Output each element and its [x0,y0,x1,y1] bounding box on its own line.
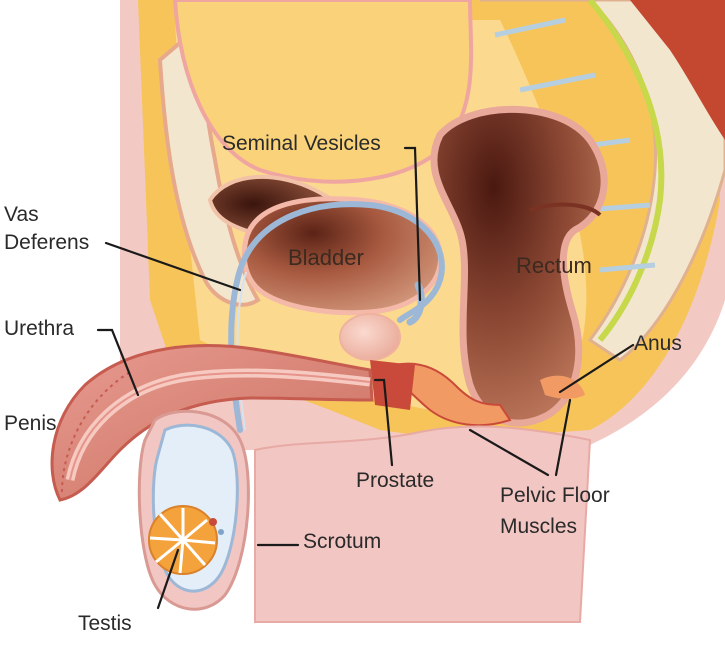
label-penis: Penis [4,412,57,435]
label-rectum: Rectum [516,253,592,278]
leader-seminal-vesicles [403,146,422,302]
pelvic-floor-muscles [394,362,512,427]
label-seminal-vesicles: Seminal Vesicles [222,132,381,155]
bladder [241,196,443,316]
penis-rib [61,371,131,493]
label-prostate: Prostate [356,469,435,492]
prostate-gland [339,313,401,361]
label-vas-deferens-line2: Deferens [4,231,90,254]
label-anus: Anus [634,332,682,355]
penis-shaft [50,344,374,502]
label-pelvic-floor-line1: Pelvic Floor [500,484,610,507]
epididymis-dot-blue [218,529,224,535]
leader-prostate [373,378,394,467]
label-pelvic-floor-line2: Muscles [500,515,578,538]
urethra-line [69,372,371,481]
leader-pelvic-floor-1 [468,428,550,477]
label-urethra: Urethra [4,317,75,340]
rectum [430,105,608,427]
epididymis-dot-red [209,518,217,526]
leader-vas-deferens [104,241,242,292]
anus-muscle [540,375,585,399]
leader-lines [96,146,635,610]
label-bladder: Bladder [288,245,364,270]
label-testis: Testis [78,612,132,635]
leader-urethra [96,328,140,397]
testis-lobules [149,508,216,574]
perineum [254,425,592,623]
leader-pelvic-floor-2 [554,398,572,477]
muscle-wedge [370,360,415,410]
label-scrotum: Scrotum [303,530,382,553]
vas-deferens [228,201,445,433]
abdomen-wall [172,0,474,184]
spine-red [630,0,725,140]
leader-testis [156,548,180,610]
label-vas-deferens-line1: Vas [4,203,39,226]
sacrum-stripe [587,0,665,342]
leader-anus [558,343,635,394]
rectum-fold [529,202,602,217]
